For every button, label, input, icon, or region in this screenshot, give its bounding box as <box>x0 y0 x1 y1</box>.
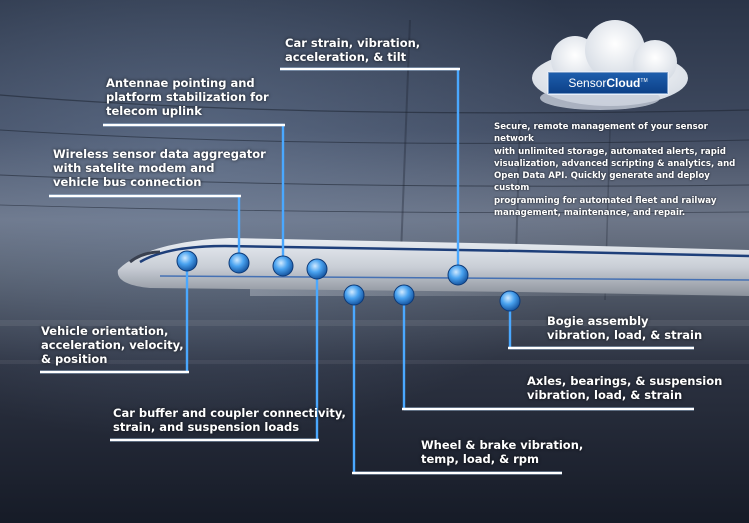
sensor-node <box>343 284 365 306</box>
callout-bogie: Bogie assembly vibration, load, & strain <box>547 314 703 342</box>
logo-trademark: TM <box>640 78 648 84</box>
callout-wireless: Wireless sensor data aggregator with sat… <box>53 147 266 189</box>
sensorcloud-logo: SensorCloudTM <box>547 71 669 95</box>
logo-part1: Sensor <box>568 76 607 90</box>
callout-wheel-brake: Wheel & brake vibration, temp, load, & r… <box>421 438 584 466</box>
sensor-node <box>306 258 328 280</box>
sensor-node <box>176 250 198 272</box>
sensorcloud-description: Secure, remote management of your sensor… <box>494 122 736 219</box>
callout-axles: Axles, bearings, & suspension vibration,… <box>527 374 723 402</box>
cloud-icon <box>532 20 688 110</box>
power-lines <box>0 19 749 301</box>
sensor-node <box>228 252 250 274</box>
callout-car-buffer: Car buffer and coupler connectivity, str… <box>113 406 346 434</box>
callout-car-strain: Car strain, vibration, acceleration, & t… <box>285 36 421 64</box>
callout-antennae: Antennae pointing and platform stabiliza… <box>106 76 269 118</box>
bullet-train <box>117 238 749 296</box>
callout-vehicle-orientation: Vehicle orientation, acceleration, veloc… <box>41 324 184 366</box>
sensor-nodes <box>176 250 521 312</box>
sensor-node <box>272 255 294 277</box>
sensor-node <box>447 264 469 286</box>
sensor-node <box>499 290 521 312</box>
label-underlines <box>40 67 694 475</box>
sensor-node <box>393 284 415 306</box>
logo-part2: Cloud <box>606 76 641 90</box>
